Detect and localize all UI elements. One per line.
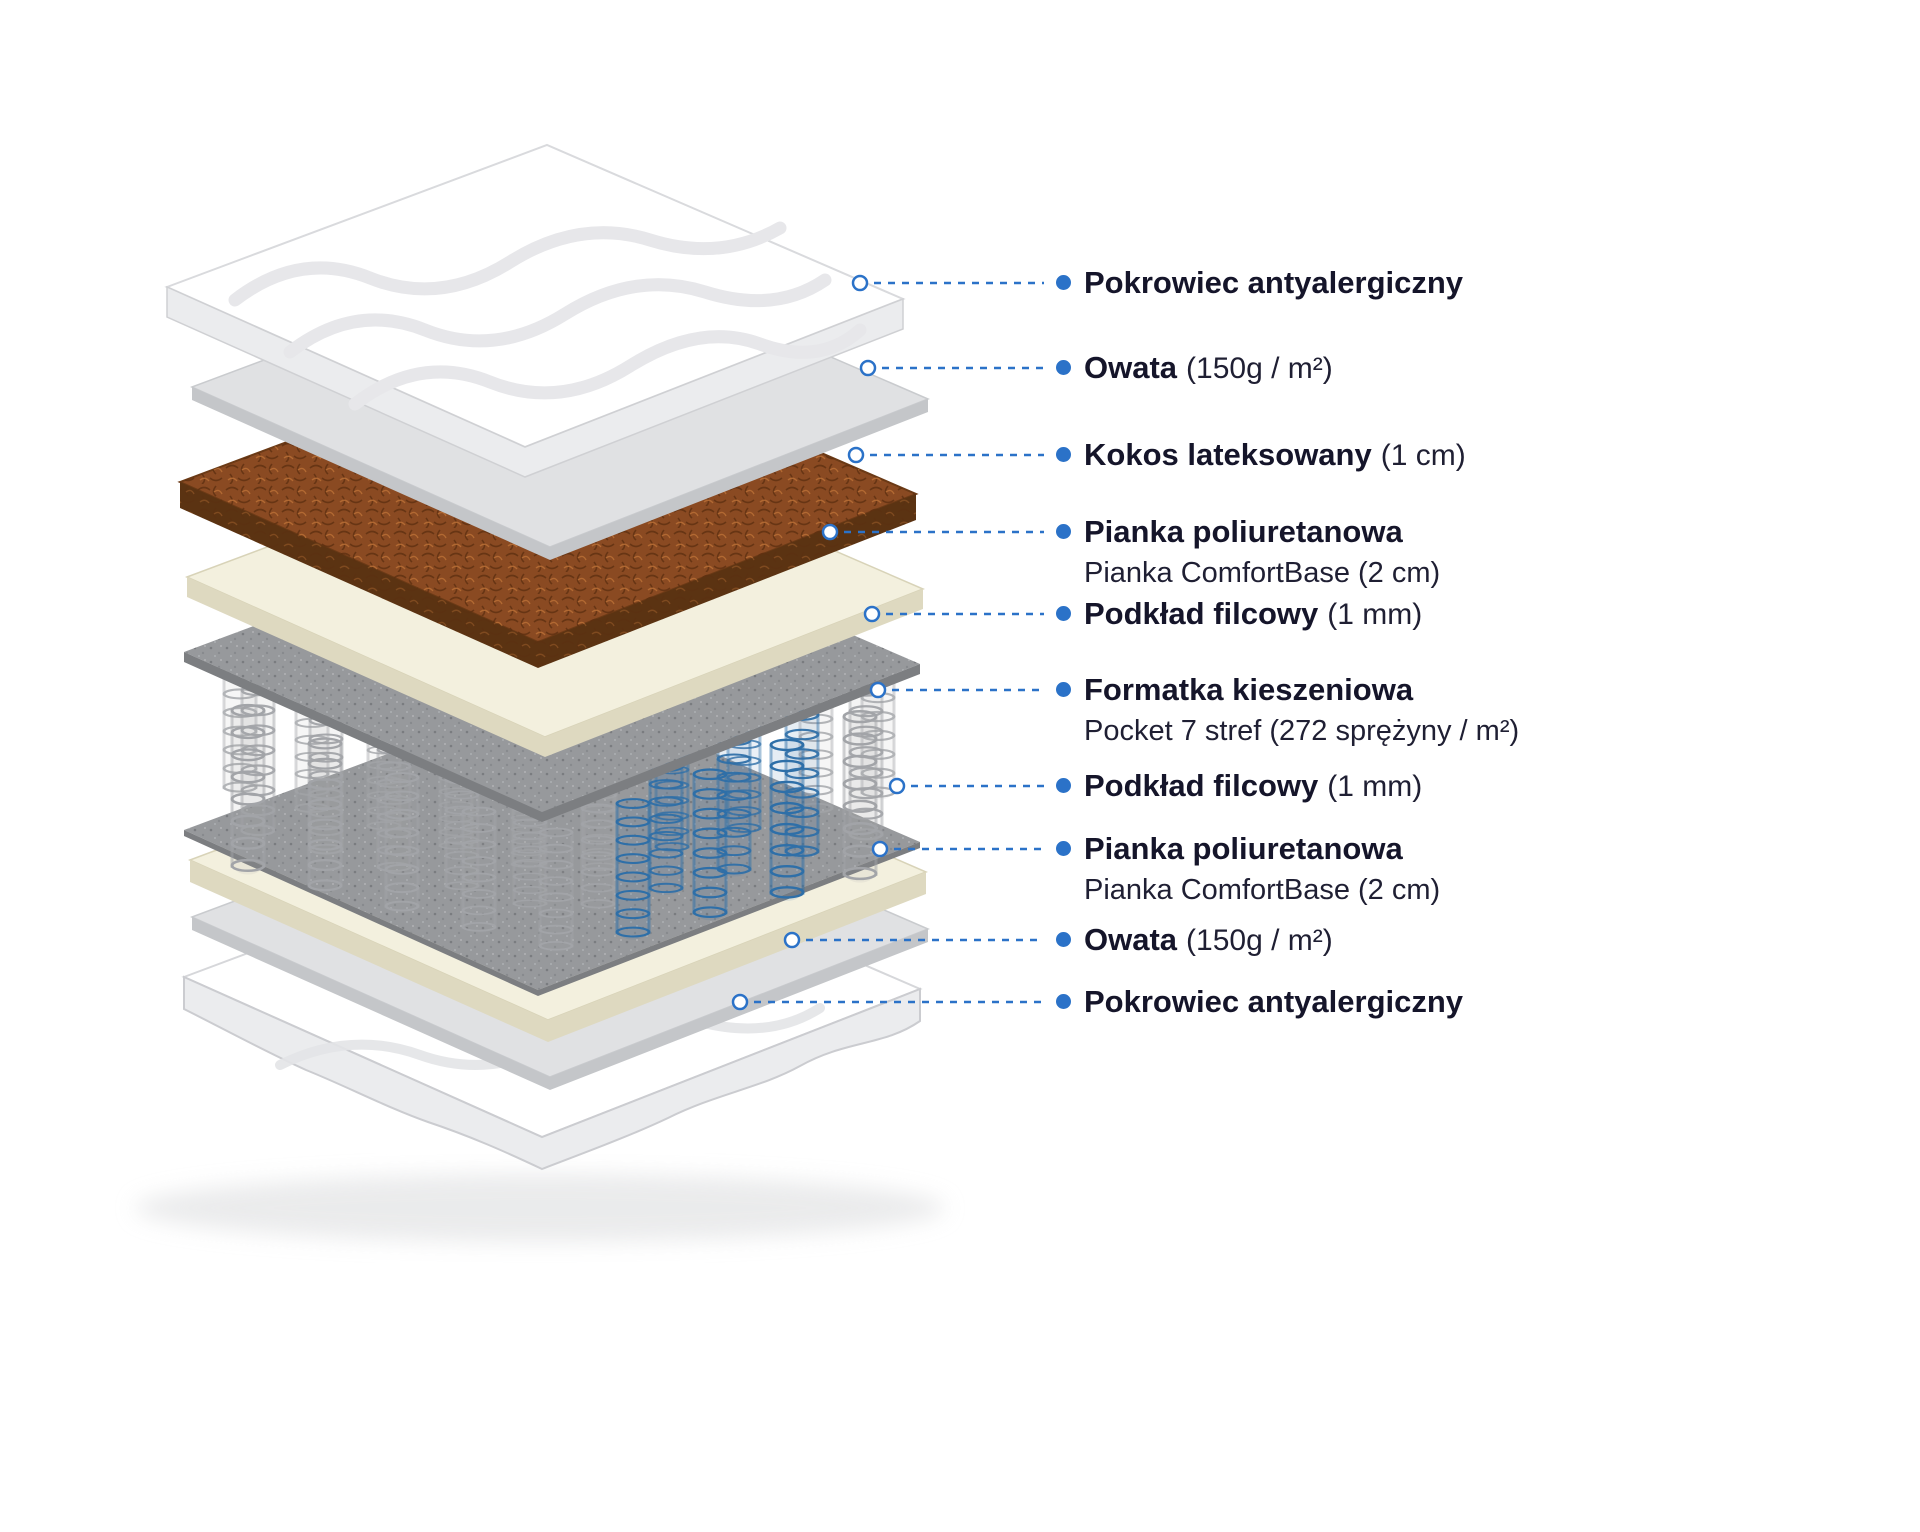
- label-title: Pianka poliuretanowa: [1084, 831, 1403, 866]
- label-title: Formatka kieszeniowa: [1084, 672, 1414, 707]
- bullet-dot: [1056, 447, 1071, 462]
- bullet-dot: [1056, 275, 1071, 290]
- label-detail: (1 cm): [1380, 439, 1466, 472]
- label-pianka-bottom: Pianka poliuretanowa Pianka ComfortBase …: [1056, 828, 1440, 909]
- ground-shadow: [135, 1174, 945, 1242]
- label-detail: (150g / m²): [1186, 924, 1333, 957]
- label-title: Podkład filcowy: [1084, 768, 1319, 803]
- bullet-dot: [1056, 778, 1071, 793]
- label-subtitle: Pianka ComfortBase (2 cm): [1084, 557, 1441, 589]
- label-title: Owata: [1084, 350, 1178, 385]
- label-formatka: Formatka kieszeniowa Pocket 7 stref (272…: [1056, 669, 1519, 750]
- label-subtitle: Pocket 7 stref (272 sprężyny / m²): [1084, 715, 1520, 747]
- label-pokrowiec-top: Pokrowiec antyalergiczny: [1056, 262, 1472, 304]
- label-detail: (1 mm): [1327, 598, 1423, 631]
- bullet-dot: [1056, 841, 1071, 856]
- leader-anchor-circles: [731, 274, 906, 1011]
- bullet-dot: [1056, 360, 1071, 375]
- label-title: Pokrowiec antyalergiczny: [1084, 984, 1464, 1019]
- label-title: Pianka poliuretanowa: [1084, 514, 1403, 549]
- label-detail: (1 mm): [1327, 770, 1423, 803]
- label-detail: (150g / m²): [1186, 352, 1333, 385]
- label-title: Pokrowiec antyalergiczny: [1084, 265, 1464, 300]
- bullet-dot: [1056, 994, 1071, 1009]
- bullet-dot: [1056, 682, 1071, 697]
- bullet-dot: [1056, 932, 1071, 947]
- label-subtitle: Pianka ComfortBase (2 cm): [1084, 874, 1441, 906]
- layer-cover-top: [164, 143, 906, 478]
- label-title: Podkład filcowy: [1084, 596, 1319, 631]
- bullet-dot: [1056, 524, 1071, 539]
- label-owata-top: Owata(150g / m²): [1056, 347, 1333, 389]
- leader-lines: [731, 274, 1044, 1011]
- label-title: Owata: [1084, 922, 1178, 957]
- label-filc-bottom: Podkład filcowy(1 mm): [1056, 765, 1422, 807]
- label-owata-bottom: Owata(150g / m²): [1056, 919, 1333, 961]
- label-filc-top: Podkład filcowy(1 mm): [1056, 593, 1422, 635]
- bullet-dot: [1056, 606, 1071, 621]
- label-pokrowiec-bottom: Pokrowiec antyalergiczny: [1056, 981, 1472, 1023]
- label-title: Kokos lateksowany: [1084, 437, 1372, 472]
- quilt-waves: [228, 221, 867, 411]
- label-kokos: Kokos lateksowany(1 cm): [1056, 434, 1466, 476]
- label-pianka-top: Pianka poliuretanowa Pianka ComfortBase …: [1056, 511, 1440, 592]
